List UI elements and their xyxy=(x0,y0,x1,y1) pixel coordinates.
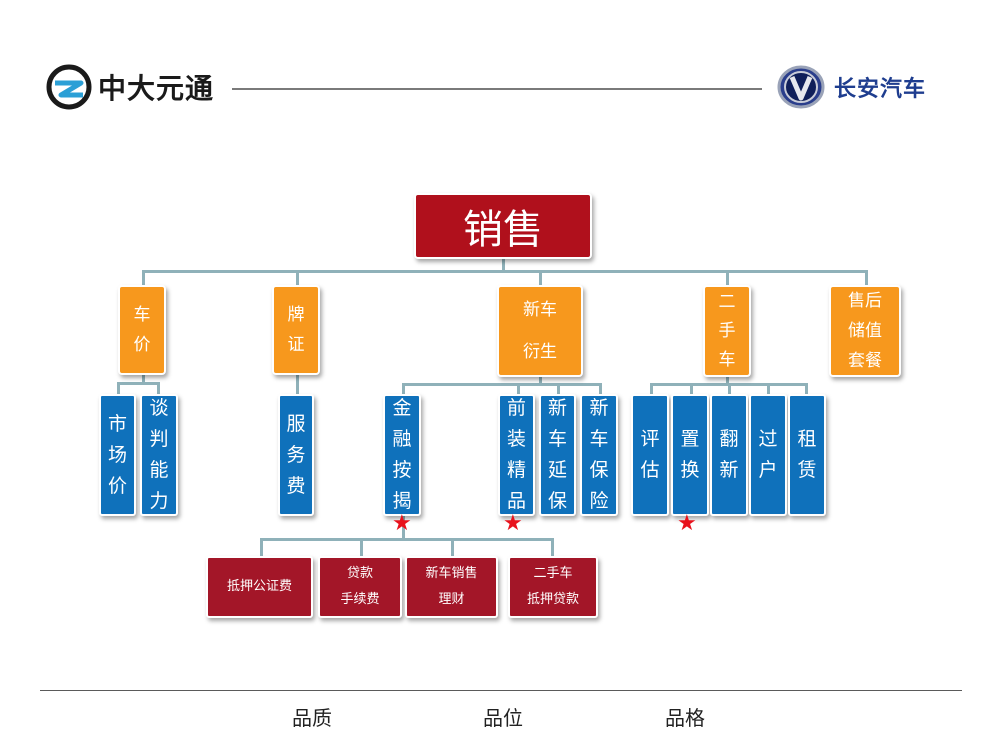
connector xyxy=(539,270,542,288)
category-label: 车价 xyxy=(133,305,151,355)
leaf-finance-loan: 金融按揭 xyxy=(383,394,421,516)
star-icon: ★ xyxy=(677,511,697,536)
root-label: 销售 xyxy=(463,207,543,253)
leaf-label: 谈判能力 xyxy=(149,397,169,512)
connector xyxy=(402,383,602,386)
leaf-ownership-transfer: 过户 xyxy=(749,394,787,516)
leaf-label: 新车保险 xyxy=(589,397,609,512)
connector xyxy=(142,270,145,288)
connector xyxy=(650,383,653,396)
category-aftersales-package: 售后 储值 套餐 xyxy=(829,285,901,377)
connector xyxy=(726,375,729,385)
connector xyxy=(599,383,602,396)
category-label-line1: 新车 xyxy=(523,300,557,320)
connector xyxy=(767,383,770,396)
category-label-line2: 衍生 xyxy=(523,342,557,362)
category-new-car-derivative: 新车 衍生 xyxy=(497,285,583,377)
connector xyxy=(726,270,729,288)
connector xyxy=(142,270,868,273)
finance-label-line2: 手续费 xyxy=(340,592,380,607)
finance-label-line1: 二手车 xyxy=(533,566,573,581)
leaf-new-car-insurance: 新车保险 xyxy=(580,394,618,516)
leaf-extended-warranty: 新车延保 xyxy=(539,394,576,516)
connector xyxy=(502,258,505,272)
connector xyxy=(360,538,363,558)
footer-slogan-taste: 品位 xyxy=(483,706,523,730)
finance-used-car-mortgage: 二手车 抵押贷款 xyxy=(508,556,598,618)
category-car-price: 车价 xyxy=(118,285,166,375)
zhongda-emblem-icon xyxy=(46,64,92,110)
connector xyxy=(517,383,520,396)
leaf-service-fee: 服务费 xyxy=(278,394,314,516)
leaf-label: 新车延保 xyxy=(547,397,567,512)
footer-slogan-quality: 品质 xyxy=(292,706,332,730)
footer-slogan-character: 品格 xyxy=(665,706,705,730)
connector xyxy=(557,383,560,396)
connector xyxy=(117,382,120,396)
leaf-label: 前装精品 xyxy=(506,397,526,512)
header-divider xyxy=(232,88,762,90)
leaf-label: 租赁 xyxy=(797,428,817,481)
connector xyxy=(805,383,808,396)
connector xyxy=(539,375,542,385)
category-label-line2: 储值 xyxy=(848,321,882,341)
finance-notary-fee: 抵押公证费 xyxy=(206,556,313,618)
star-icon: ★ xyxy=(503,511,523,536)
finance-wealth-management: 新车销售 理财 xyxy=(405,556,498,618)
connector xyxy=(402,516,405,540)
star-icon: ★ xyxy=(392,511,412,536)
left-logo-text: 中大元通 xyxy=(98,72,215,105)
connector xyxy=(260,538,554,541)
connector xyxy=(451,538,454,558)
leaf-label: 服务费 xyxy=(286,412,306,497)
category-label-line1: 售后 xyxy=(848,291,882,311)
leaf-trade-in: 置换 xyxy=(671,394,709,516)
connector xyxy=(551,538,554,558)
connector xyxy=(260,538,263,558)
changan-logo: 长安汽车 xyxy=(776,62,926,112)
finance-loan-handling-fee: 贷款 手续费 xyxy=(318,556,402,618)
leaf-label: 金融按揭 xyxy=(392,397,412,512)
category-label: 牌证 xyxy=(287,305,305,355)
changan-emblem-icon xyxy=(777,65,825,109)
category-label-line3: 套餐 xyxy=(848,351,882,371)
connector xyxy=(296,372,299,396)
leaf-pre-installed-accessories: 前装精品 xyxy=(498,394,535,516)
finance-label-line1: 新车销售 xyxy=(425,566,478,581)
leaf-negotiation: 谈判能力 xyxy=(140,394,178,516)
connector xyxy=(402,383,405,396)
leaf-market-price: 市场价 xyxy=(99,394,136,516)
leaf-label: 市场价 xyxy=(107,412,127,497)
category-plate: 牌证 xyxy=(272,285,320,375)
connector xyxy=(142,372,145,384)
connector xyxy=(157,382,160,396)
leaf-appraisal: 评估 xyxy=(631,394,669,516)
leaf-label: 置换 xyxy=(680,428,700,481)
finance-label-line1: 贷款 xyxy=(346,566,373,581)
right-logo-text: 长安汽车 xyxy=(834,77,927,102)
leaf-label: 过户 xyxy=(758,428,778,481)
connector xyxy=(865,270,868,288)
leaf-leasing: 租赁 xyxy=(788,394,826,516)
leaf-refurbish: 翻新 xyxy=(710,394,748,516)
category-label: 二手车 xyxy=(718,291,736,370)
root-sales-node: 销售 xyxy=(414,193,592,259)
zhongda-yuantong-logo: 中大元通 xyxy=(46,62,214,112)
leaf-label: 评估 xyxy=(640,428,660,481)
footer-divider xyxy=(40,690,962,691)
connector xyxy=(728,383,731,396)
finance-label-line2: 理财 xyxy=(438,592,465,607)
connector xyxy=(690,383,693,396)
connector xyxy=(117,382,160,385)
leaf-label: 翻新 xyxy=(719,428,739,481)
category-used-car: 二手车 xyxy=(703,285,751,377)
finance-label-line2: 抵押贷款 xyxy=(526,592,579,607)
connector xyxy=(296,270,299,288)
finance-label-line1: 抵押公证费 xyxy=(226,579,292,594)
